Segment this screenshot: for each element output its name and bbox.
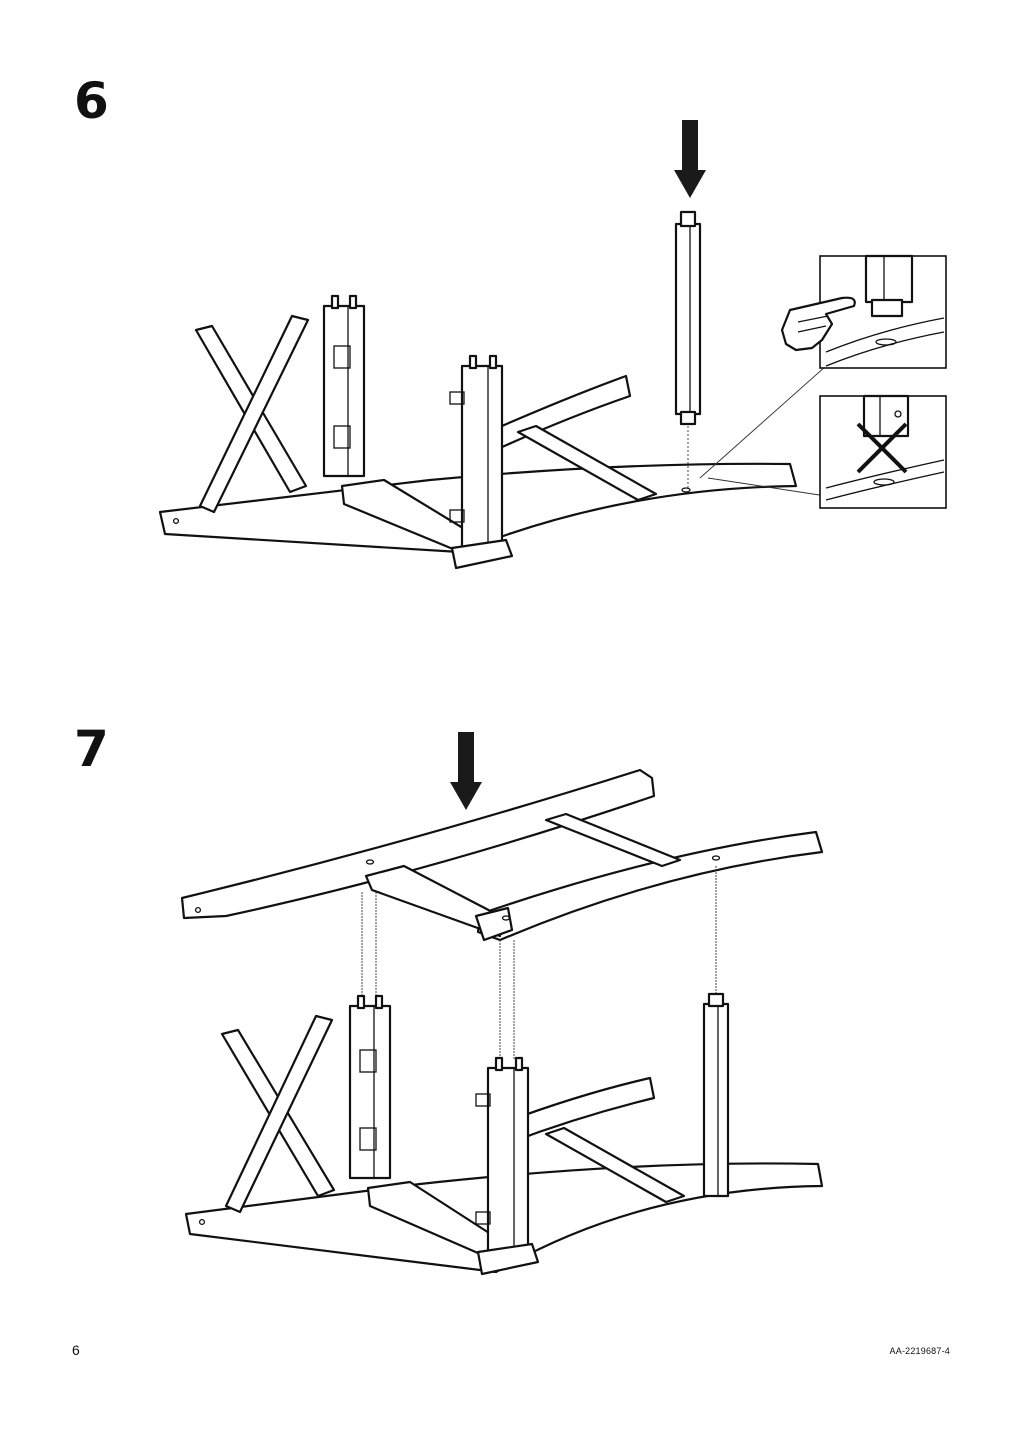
step6-loose-post (674, 210, 702, 426)
step6-rocker-back (468, 374, 632, 460)
step7-seat-rail-back (180, 768, 656, 920)
detail-incorrect-orientation (819, 394, 947, 509)
step7-illustration (180, 732, 824, 1276)
step6-cross-brace-b (198, 314, 310, 514)
step7-cross-brace-b (224, 1014, 334, 1214)
page-number: 6 (72, 1342, 80, 1358)
wrong-x-mark (856, 422, 908, 474)
step7-front-leg (486, 1066, 530, 1260)
step-number-7: 7 (74, 720, 109, 778)
step7-seat-crossbar-right (544, 812, 682, 868)
step-number-6: 6 (74, 72, 109, 130)
document-code: AA-2219687-4 (889, 1346, 950, 1356)
step7-stretcher-mid (544, 1126, 686, 1204)
step7-down-arrow (450, 732, 482, 810)
pointing-hand-icon (780, 296, 856, 352)
step6-illustration (158, 120, 947, 570)
step7-loose-post (702, 1002, 730, 1198)
step7-seat-rail-front (476, 830, 824, 942)
step7-rocker-back (498, 1076, 656, 1146)
detail-correct-orientation (819, 254, 947, 369)
step6-stretcher-mid (516, 424, 658, 502)
step6-down-arrow (674, 120, 706, 198)
step7-side-leg (348, 1004, 392, 1180)
step6-side-leg (322, 304, 366, 478)
step6-front-leg (460, 364, 504, 558)
